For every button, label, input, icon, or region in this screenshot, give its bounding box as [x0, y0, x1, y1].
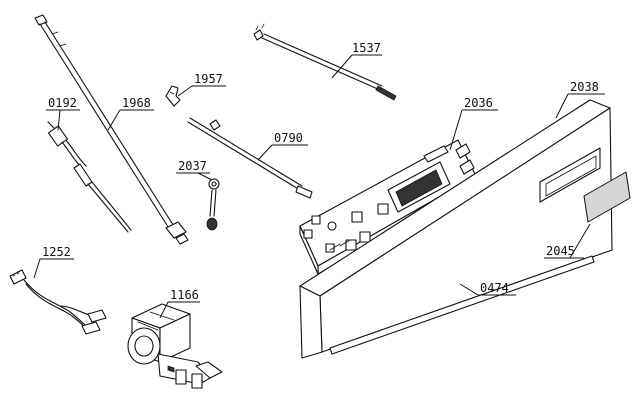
part-0192-sensor — [47, 121, 132, 233]
label-1537: 1537 — [352, 41, 381, 55]
label-1968: 1968 — [122, 96, 151, 110]
label-1957: 1957 — [194, 72, 223, 86]
label-1252: 1252 — [42, 245, 71, 259]
label-2037: 2037 — [178, 159, 207, 173]
part-labels: 1537 2038 1957 0192 1968 2036 0790 2037 … — [42, 41, 599, 302]
label-1166: 1166 — [170, 288, 199, 302]
label-0474: 0474 — [480, 281, 509, 295]
label-2038: 2038 — [570, 80, 599, 94]
part-2037-terminal — [206, 178, 220, 231]
part-0474-strip — [329, 255, 595, 355]
label-2045: 2045 — [546, 244, 575, 258]
label-0790: 0790 — [274, 131, 303, 145]
part-1252-harness — [9, 269, 107, 335]
part-1957-bracket — [165, 85, 181, 107]
label-0192: 0192 — [48, 96, 77, 110]
part-1968-wire — [34, 14, 189, 245]
part-2045-glass — [583, 171, 631, 223]
part-0790-wire — [187, 117, 313, 199]
part-1166-assembly — [127, 303, 223, 389]
part-2038-panel — [299, 99, 613, 359]
leader-lines — [33, 54, 605, 319]
label-2036: 2036 — [464, 96, 493, 110]
part-1537-cable — [253, 23, 397, 101]
